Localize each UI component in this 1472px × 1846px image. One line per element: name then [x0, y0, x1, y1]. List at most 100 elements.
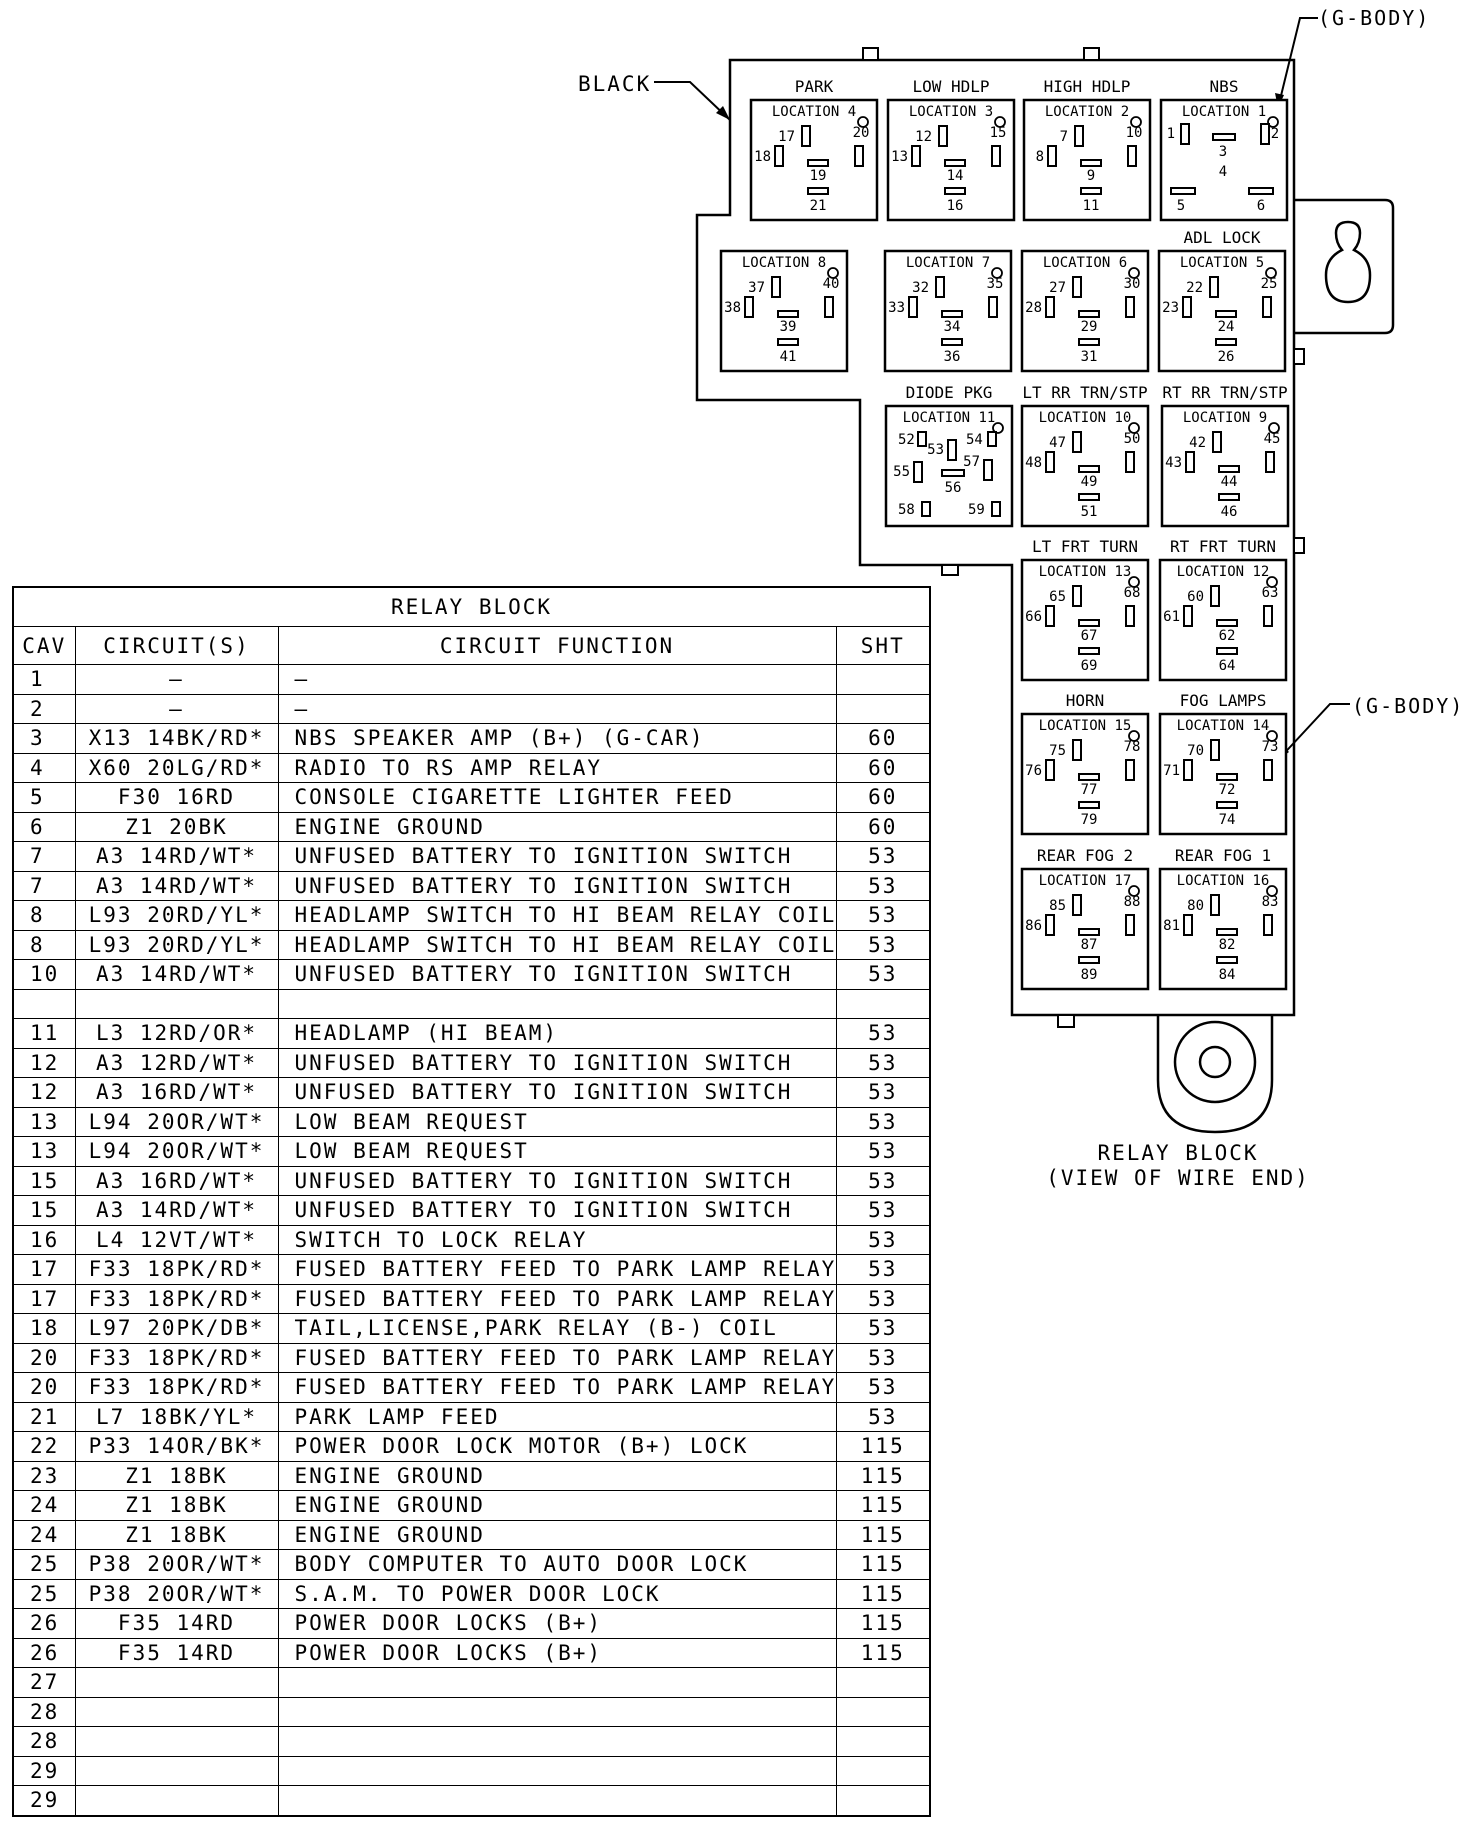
pin-number: 47 [1049, 435, 1066, 451]
pin-number: 27 [1049, 280, 1066, 296]
function-cell: UNFUSED BATTERY TO IGNITION SWITCH [277, 1077, 837, 1108]
circuit-cell: P33 14OR/BK* [74, 1431, 279, 1462]
relay-name-label: REAR FOG 1 [1175, 846, 1271, 865]
circuit-cell: A3 14RD/WT* [74, 870, 279, 901]
pin-number: 7 [1060, 129, 1068, 145]
sht-cell: 115 [835, 1460, 931, 1491]
terminal-slot [1072, 585, 1082, 607]
function-cell: SWITCH TO LOCK RELAY [277, 1224, 837, 1255]
relay-location-label: LOCATION 3 [909, 104, 993, 120]
circuit-cell: L4 12VT/WT* [74, 1224, 279, 1255]
cav-cell: 1 [12, 664, 76, 695]
pin-number: 14 [947, 168, 964, 184]
circuit-cell: Z1 18BK [74, 1519, 279, 1550]
terminal-slot [1263, 914, 1273, 936]
pin-number: 49 [1081, 474, 1098, 490]
function-cell: LOW BEAM REQUEST [277, 1136, 837, 1167]
pin-number: 79 [1081, 812, 1098, 828]
black-callout-label: BLACK [578, 72, 651, 96]
relay-location-label: LOCATION 1 [1182, 104, 1266, 120]
sht-cell: 115 [835, 1490, 931, 1521]
pin-number: 65 [1049, 589, 1066, 605]
pin-number: 6 [1257, 198, 1265, 214]
col-header-sht: SHT [835, 626, 931, 665]
pin-number: 48 [1025, 455, 1042, 471]
table-row: 28 [12, 1726, 931, 1757]
key-circle [991, 267, 1003, 279]
pin-number: 42 [1189, 435, 1206, 451]
pin-number: 62 [1219, 628, 1236, 644]
pin-number: 53 [927, 442, 944, 458]
relay-name-label: NBS [1210, 77, 1239, 96]
cav-cell: 20 [12, 1372, 76, 1403]
g-body-callout-right: (G-BODY) [1352, 694, 1464, 718]
sht-cell: 53 [835, 1254, 931, 1285]
function-cell: CONSOLE CIGARETTE LIGHTER FEED [277, 782, 837, 813]
terminal-slot [1078, 801, 1100, 809]
relay-name-label: LT FRT TURN [1032, 537, 1138, 556]
pin-number: 28 [1025, 300, 1042, 316]
relay-location-label: LOCATION 8 [742, 255, 826, 271]
relay-location-label: LOCATION 4 [772, 104, 856, 120]
pin-number: 68 [1124, 585, 1141, 601]
sht-cell: 60 [835, 811, 931, 842]
circuit-cell [74, 1755, 279, 1786]
pin-number: 35 [987, 276, 1004, 292]
pin-number: 12 [915, 129, 932, 145]
terminal-slot [824, 296, 834, 318]
terminal-slot [1080, 187, 1102, 195]
pin-number: 39 [780, 319, 797, 335]
sht-cell [835, 1726, 931, 1757]
pin-number: 29 [1081, 319, 1098, 335]
terminal-slot [1072, 431, 1082, 453]
key-circle [1130, 116, 1142, 128]
sht-cell: 53 [835, 1106, 931, 1137]
terminal-slot [941, 338, 963, 346]
terminal-slot [1216, 928, 1238, 936]
terminal-slot [938, 125, 948, 147]
pin-number: 30 [1124, 276, 1141, 292]
key-circle [827, 267, 839, 279]
terminal-slot [744, 296, 754, 318]
cav-cell: 23 [12, 1460, 76, 1491]
terminal-slot [1078, 310, 1100, 318]
terminal-slot [941, 310, 963, 318]
relay-location-label: LOCATION 15 [1039, 718, 1132, 734]
cav-cell: 26 [12, 1608, 76, 1639]
function-cell: HEADLAMP SWITCH TO HI BEAM RELAY COIL [277, 929, 837, 960]
function-cell: TAIL,LICENSE,PARK RELAY (B-) COIL [277, 1313, 837, 1344]
terminal-slot [1072, 276, 1082, 298]
pin-number: 83 [1262, 894, 1279, 910]
cav-cell: 25 [12, 1549, 76, 1580]
function-cell: POWER DOOR LOCK MOTOR (B+) LOCK [277, 1431, 837, 1462]
circuit-cell: L3 12RD/OR* [74, 1018, 279, 1049]
terminal-slot [908, 296, 918, 318]
terminal-slot [1078, 928, 1100, 936]
key-circle [1266, 576, 1278, 588]
key-circle [1266, 885, 1278, 897]
circuit-cell: X60 20LG/RD* [74, 752, 279, 783]
terminal-slot [911, 145, 921, 167]
pin-number: 10 [1126, 125, 1143, 141]
relay-name-label: PARK [795, 77, 834, 96]
terminal-slot [1125, 759, 1135, 781]
sht-cell: 53 [835, 1313, 931, 1344]
circuit-cell: — [74, 664, 279, 695]
pin-number: 59 [968, 502, 985, 518]
terminal-slot [1180, 123, 1190, 145]
terminal-slot [1185, 451, 1195, 473]
terminal-slot [991, 145, 1001, 167]
pin-number: 11 [1083, 198, 1100, 214]
function-cell: ENGINE GROUND [277, 811, 837, 842]
terminal-slot [807, 187, 829, 195]
terminal-slot [1218, 493, 1240, 501]
relay-name-label: REAR FOG 2 [1037, 846, 1133, 865]
terminal-slot [1078, 619, 1100, 627]
